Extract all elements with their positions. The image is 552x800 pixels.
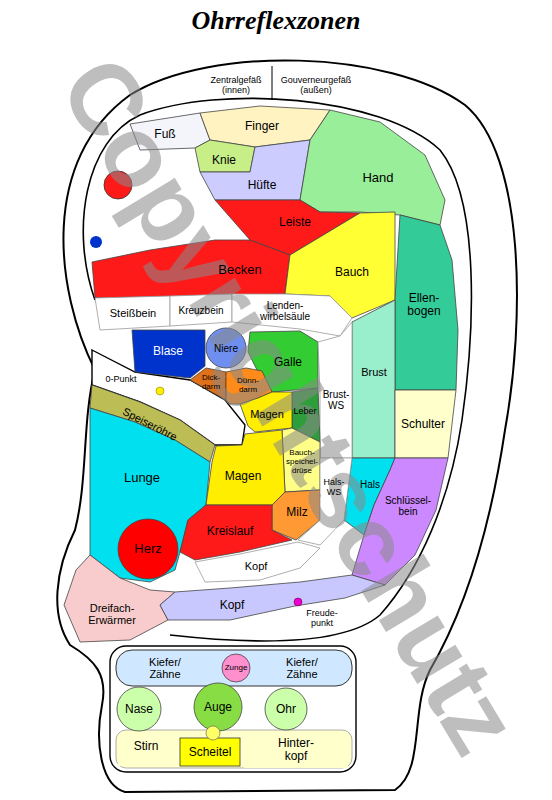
lobe-frame [110,646,356,772]
reflex-zone: Dreifach- Erwärmer [63,554,176,643]
zone-label: Kreislauf [203,525,257,538]
blue-point [90,236,102,248]
reflex-zone: Scheitel [179,737,241,767]
reflex-zone: Stirn [117,733,175,767]
jaw-band [116,650,352,686]
reflex-zone: Ohr [264,687,308,731]
zone-label: Lenden- wirbelsäule [250,300,320,322]
zero-point-dot [156,387,164,395]
zone-label: Knie [202,154,246,167]
reflex-zone: Hand [299,109,446,226]
zone-fill [395,390,456,458]
temple-dot [206,726,220,740]
chart-title: Ohrreflexzonen [0,0,552,36]
zone-label: Finger [234,120,290,133]
reflex-zone: Steißbein [94,295,171,331]
zone-label: Steißbein [100,307,166,319]
zone-label: Hüfte [239,179,285,192]
zone-fill [118,734,174,766]
zone-label: Herz [123,542,173,556]
zone-label: Magen [219,470,267,483]
zone-fill [244,732,348,768]
zone-label: Bauch [330,266,374,279]
reflex-zone: Herz [117,518,179,580]
zone-label: Leber [291,407,319,417]
zone-label: Milz [279,506,315,519]
reflex-zone: Schulter [394,389,457,459]
zone-label: Magen [245,408,289,420]
zone-fill [258,653,348,683]
zone-label: Lunge [114,471,170,485]
zone-label: Niere [208,343,244,354]
zone-fill [117,687,161,731]
zone-label: Stirn [121,740,171,753]
reflex-zone: Kopf [194,541,321,583]
meridian-divider [272,66,273,100]
reflex-zone: Zunge [221,653,251,683]
zone-outline [63,554,176,643]
zone-fill [222,654,250,682]
zone-fill [194,683,242,731]
zone-label: Blase [140,345,196,358]
annotation-label: Freude- punkt [304,609,340,629]
zone-label: Auge [197,701,239,714]
zone-fill [64,555,175,642]
annotation-label: Gouverneurgefäß (außen) [276,76,356,96]
zone-fill [95,296,170,330]
reflex-zone: Kiefer/ Zähne [119,652,215,684]
zone-fill [395,215,458,390]
zone-label: Kopf [236,560,276,572]
zone-fill [180,738,240,766]
reflex-zone: Ellen- bogen [394,214,459,391]
zone-label: Kreuzbein [173,305,229,316]
zone-label: Ellen- bogen [401,292,447,318]
reflex-zone: Kiefer/ Zähne [257,652,349,684]
zone-label: Kopf [212,599,252,612]
zone-fill [120,653,214,683]
annotation-label: Zentralgefäß (innen) [203,76,269,96]
zone-label: Galle [266,356,310,369]
reflex-zone: Nase [116,686,162,732]
zone-label: Schlüssel- bein [380,495,436,517]
zone-label: Becken [212,263,268,277]
zone-label: Kiefer/ Zähne [278,656,326,680]
zone-fill [265,688,307,730]
zone-fill [195,542,320,582]
reflex-zone: Hinter- kopf [243,731,349,769]
zone-label: Leiste [273,216,317,229]
zone-label: Zunge [222,664,250,673]
head-band [116,730,352,768]
zone-label: Scheitel [182,746,238,759]
zone-fill [118,519,178,579]
zone-label: Dreifach- Erwärmer [83,602,141,626]
zone-label: Schulter [397,418,449,431]
zone-label: Brust- WS [321,389,351,411]
zone-label: Nase [119,703,159,716]
zone-label: Dünn- darm [235,377,261,395]
zone-fill [300,110,445,225]
zone-label: Fuß [143,128,187,141]
reflex-zone: Auge [193,682,243,732]
zone-label: Dick- darm [199,374,223,392]
zone-label: Hand [356,171,400,185]
zone-label: Brust [354,366,394,378]
zone-label: Hals [355,479,385,490]
zone-outline [299,109,446,226]
zone-label: Ohr [267,703,305,716]
zone-label: Hinter- kopf [268,737,324,763]
zone-label: Bauch- speichel- drüse [284,449,320,475]
zone-label: Kiefer/ Zähne [141,656,189,680]
joy-point-dot [294,598,302,606]
annotation-label: 0-Punkt [101,375,141,385]
zone-label: Hals- WS [319,478,349,498]
